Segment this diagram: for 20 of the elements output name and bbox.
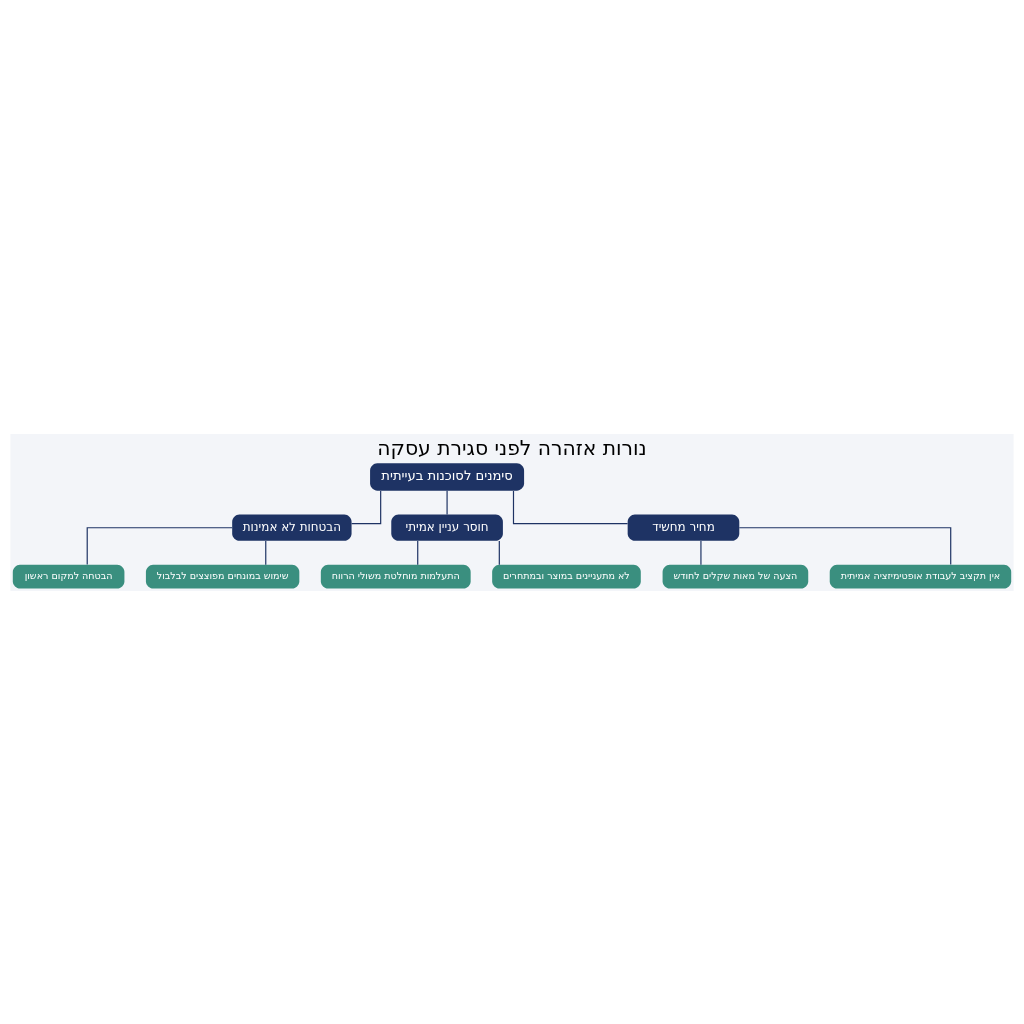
diagram-title: נורות אזהרה לפני סגירת עסקה bbox=[377, 435, 647, 460]
connector bbox=[512, 489, 629, 524]
node-box: לא מתעניינים במוצר ובמתחרים bbox=[492, 564, 641, 589]
connector bbox=[351, 489, 382, 524]
connector bbox=[417, 540, 419, 565]
node-box: אין תקציב לעבודת אופטימיזציה אמיתית bbox=[829, 564, 1012, 589]
node-box: מחיר מחשיד bbox=[627, 514, 740, 541]
connector bbox=[700, 540, 702, 565]
connector bbox=[86, 526, 233, 565]
node-box: סימנים לסוכנות בעייתית bbox=[370, 462, 525, 491]
node-box: חוסר עניין אמיתי bbox=[391, 514, 503, 541]
connector bbox=[738, 526, 952, 565]
connector bbox=[446, 489, 448, 515]
connector bbox=[265, 540, 267, 565]
node-box: שימוש במונחים מפוצצים לבלבול bbox=[145, 564, 300, 589]
connector bbox=[498, 540, 500, 565]
node-box: התעלמות מוחלטת משולי הרווח bbox=[320, 564, 471, 589]
node-box: הבטחה למקום ראשון bbox=[12, 564, 125, 589]
node-box: הצעה של מאות שקלים לחודש bbox=[662, 564, 809, 589]
node-box: הבטחות לא אמינות bbox=[232, 514, 352, 541]
